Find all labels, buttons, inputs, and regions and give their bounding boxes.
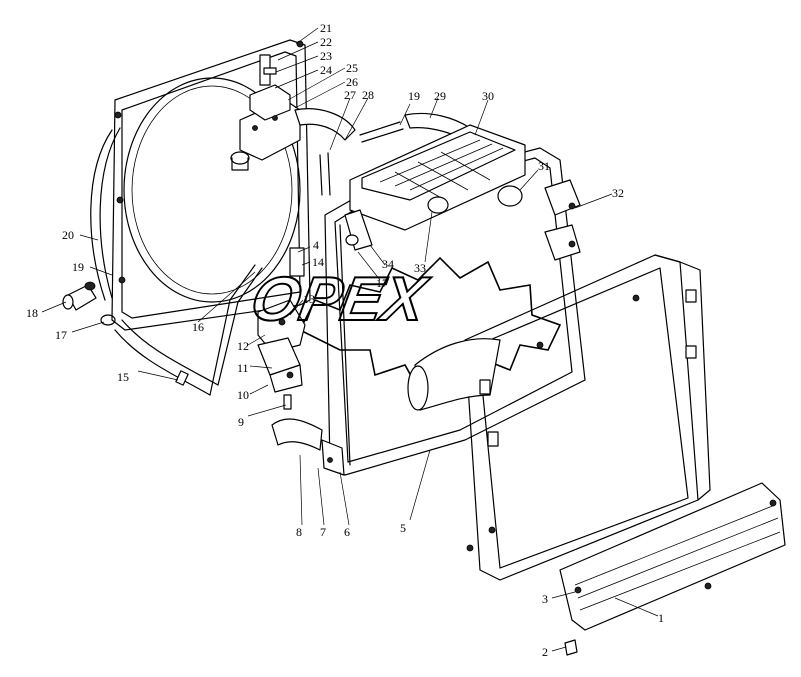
callout-20: 20 xyxy=(62,228,74,242)
callout-5: 5 xyxy=(400,521,406,535)
hose-18 xyxy=(62,281,97,311)
valve-block xyxy=(230,54,301,171)
bracket-13 xyxy=(257,299,306,353)
callout-labels: 1 2 3 4 5 6 7 8 9 10 11 12 13 14 15 16 1… xyxy=(26,21,664,659)
bolt-2 xyxy=(564,639,578,656)
callout-32: 32 xyxy=(612,186,624,200)
callout-29: 29 xyxy=(434,89,446,103)
callout-19-left: 19 xyxy=(72,260,84,274)
callout-15: 15 xyxy=(117,370,129,384)
callout-17-right: 17 xyxy=(376,276,388,290)
bracket-10-11 xyxy=(257,337,303,393)
intercooler xyxy=(407,254,711,581)
watermark-gear xyxy=(298,256,562,394)
callout-11: 11 xyxy=(237,361,249,375)
guard-plate xyxy=(559,482,786,631)
hose-27 xyxy=(294,108,356,141)
bolt-9 xyxy=(283,394,292,410)
callout-10: 10 xyxy=(237,388,249,402)
callout-9: 9 xyxy=(238,415,244,429)
hose-20 xyxy=(90,127,121,301)
callout-26: 26 xyxy=(346,75,358,89)
callout-30: 30 xyxy=(482,89,494,103)
callout-18: 18 xyxy=(26,306,38,320)
bracket-6 xyxy=(321,439,345,476)
callout-24: 24 xyxy=(320,63,332,77)
bracket-14 xyxy=(289,247,305,277)
hose-8 xyxy=(271,418,323,451)
clamp-17-left xyxy=(100,314,116,326)
callout-12: 12 xyxy=(237,339,249,353)
watermark: OPEX xyxy=(245,263,435,334)
callout-23: 23 xyxy=(320,49,332,63)
callout-16: 16 xyxy=(192,320,204,334)
callout-19-upper: 19 xyxy=(408,89,420,103)
callout-33: 33 xyxy=(414,261,426,275)
callout-14: 14 xyxy=(312,255,324,269)
bracket-32 xyxy=(544,179,581,261)
callout-7: 7 xyxy=(320,525,326,539)
pipe-19-upper xyxy=(359,121,404,143)
fan-shroud xyxy=(111,39,311,331)
watermark-text: OPEX xyxy=(246,264,434,333)
callout-31: 31 xyxy=(538,159,550,173)
callout-34: 34 xyxy=(382,257,394,271)
callout-2: 2 xyxy=(542,645,548,659)
callout-27: 27 xyxy=(344,88,356,102)
callout-25: 25 xyxy=(346,61,358,75)
callout-1: 1 xyxy=(658,611,664,625)
callout-4: 4 xyxy=(313,238,319,252)
callout-13: 13 xyxy=(303,292,315,306)
pipe-15 xyxy=(114,264,263,396)
callout-22: 22 xyxy=(320,35,332,49)
leader-lines xyxy=(41,27,659,652)
callout-6: 6 xyxy=(344,525,350,539)
callout-17-left: 17 xyxy=(55,328,67,342)
callout-28: 28 xyxy=(362,88,374,102)
callout-21: 21 xyxy=(320,21,332,35)
callout-8: 8 xyxy=(296,525,302,539)
callout-3: 3 xyxy=(542,592,548,606)
pipe-28 xyxy=(319,152,331,196)
expansion-tank xyxy=(344,124,526,251)
